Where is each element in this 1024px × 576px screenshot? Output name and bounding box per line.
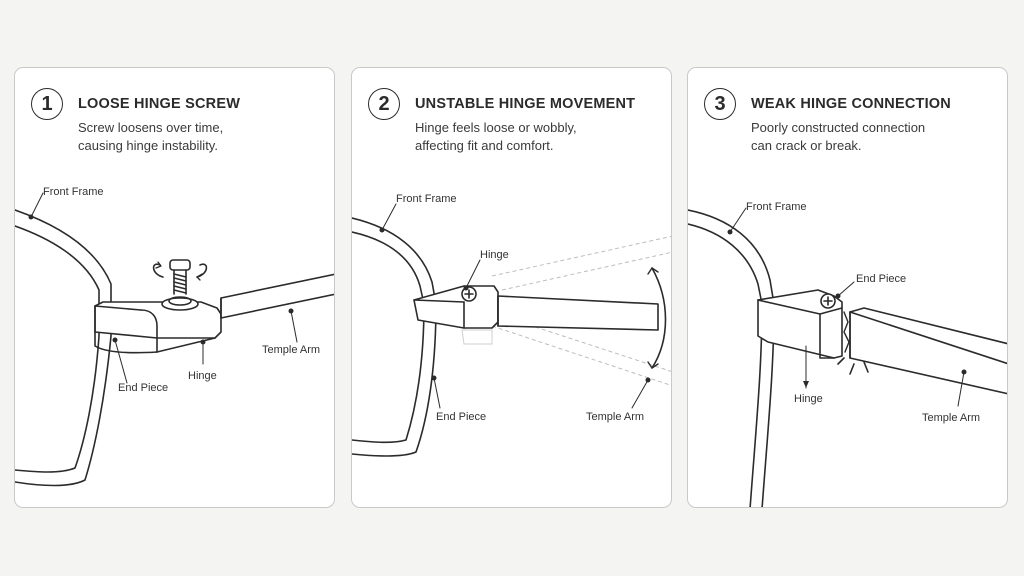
panel-title: WEAK HINGE CONNECTION [751, 96, 951, 112]
step-number: 2 [368, 88, 400, 120]
label-end-piece: End Piece [118, 382, 168, 394]
description-line: affecting fit and comfort. [415, 138, 554, 153]
weak-connection-illustration: Front Frame End Piece Hinge Temple Arm [688, 201, 1007, 507]
step-number: 1 [31, 88, 63, 120]
label-hinge: Hinge [794, 393, 823, 405]
loose-screw-illustration: Front Frame End Piece Hinge Temple Arm [15, 186, 334, 487]
description-line: can crack or break. [751, 138, 862, 153]
description-line: Hinge feels loose or wobbly, [415, 120, 577, 135]
panel-weak-hinge-connection: Front Frame End Piece Hinge Temple Arm 3… [687, 67, 1008, 508]
label-hinge: Hinge [480, 249, 509, 261]
label-end-piece: End Piece [856, 273, 906, 285]
label-front-frame: Front Frame [746, 201, 807, 213]
label-temple-arm: Temple Arm [586, 411, 644, 423]
label-front-frame: Front Frame [396, 193, 457, 205]
description-line: Screw loosens over time, [78, 120, 224, 135]
panel-description: Hinge feels loose or wobbly, affecting f… [415, 119, 665, 155]
step-number: 3 [704, 88, 736, 120]
panel-description: Poorly constructed connection can crack … [751, 119, 1001, 155]
unstable-movement-illustration: Front Frame Hinge End Piece Temple Arm [352, 193, 671, 457]
label-hinge: Hinge [188, 370, 217, 382]
description-line: causing hinge instability. [78, 138, 218, 153]
label-front-frame: Front Frame [43, 186, 104, 198]
panel-title: LOOSE HINGE SCREW [78, 96, 241, 112]
label-end-piece: End Piece [436, 411, 486, 423]
panel-loose-hinge-screw: Front Frame End Piece Hinge Temple Arm 1… [14, 67, 335, 508]
panel-description: Screw loosens over time, causing hinge i… [78, 119, 328, 155]
description-line: Poorly constructed connection [751, 120, 926, 135]
label-temple-arm: Temple Arm [262, 344, 320, 356]
panel-unstable-hinge-movement: Front Frame Hinge End Piece Temple Arm 2… [351, 67, 672, 508]
label-temple-arm: Temple Arm [922, 412, 980, 424]
panel-title: UNSTABLE HINGE MOVEMENT [415, 96, 636, 112]
